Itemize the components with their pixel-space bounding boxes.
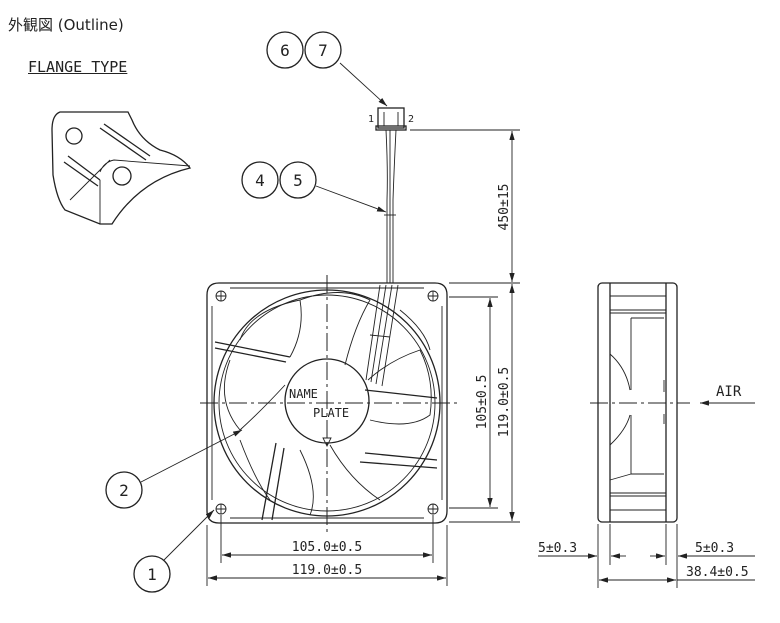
fan-side-view <box>590 282 755 523</box>
lead-length-dim: 450±15 <box>497 184 512 231</box>
flange-right-dim: 5±0.3 <box>695 541 734 556</box>
frame-height-dim: 119.0±0.5 <box>497 367 512 437</box>
lead-wires <box>375 107 407 283</box>
flange-type-label: FLANGE TYPE <box>28 58 128 76</box>
balloon-1: 1 <box>133 555 171 593</box>
side-dimension-lines <box>538 524 755 588</box>
drawing-title: 外観図 (Outline) <box>8 16 124 34</box>
pin-1-label: 1 <box>368 114 374 125</box>
svg-text:2: 2 <box>119 481 129 500</box>
frame-width-dim: 119.0±0.5 <box>292 563 362 578</box>
hole-pitch-vertical-dim: 105±0.5 <box>475 375 490 430</box>
flange-detail-sketch <box>51 111 192 225</box>
mounting-holes <box>215 290 439 515</box>
balloon-4: 4 <box>241 161 279 199</box>
svg-text:1: 1 <box>147 565 157 584</box>
fan-blades <box>223 292 432 516</box>
svg-text:7: 7 <box>318 41 328 60</box>
balloon-7: 7 <box>304 31 342 69</box>
balloon-5: 5 <box>279 161 317 199</box>
balloon-6: 6 <box>266 31 304 69</box>
spokes <box>214 341 438 521</box>
nameplate-line2: PLATE <box>313 406 349 420</box>
flange-left-dim: 5±0.3 <box>538 541 577 556</box>
svg-text:6: 6 <box>280 41 290 60</box>
connector-housing <box>377 107 405 129</box>
dimension-lines <box>206 129 520 586</box>
airflow-label: AIR <box>716 384 742 400</box>
nameplate-line1: NAME <box>289 387 318 401</box>
hole-pitch-horizontal-dim: 105.0±0.5 <box>292 540 362 555</box>
pin-2-label: 2 <box>408 114 414 125</box>
svg-text:4: 4 <box>255 171 265 190</box>
balloon-2: 2 <box>105 471 143 509</box>
depth-dim: 38.4±0.5 <box>686 565 749 580</box>
svg-text:5: 5 <box>293 171 303 190</box>
